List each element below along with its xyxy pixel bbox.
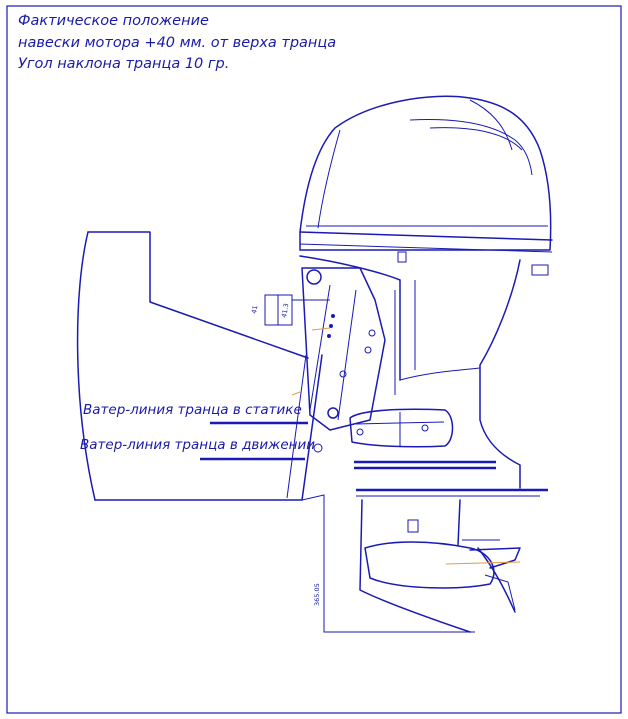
waterline-moving: Ватер-линия транца в движении — [80, 437, 315, 461]
depth-dimension: 365.05 — [313, 500, 325, 632]
dim-365-05: 365.05 — [313, 583, 321, 606]
waterline-moving-label: Ватер-линия транца в движении — [80, 437, 315, 453]
motor-lower-unit — [359, 499, 521, 633]
transom-clamp-bracket — [301, 267, 429, 453]
boat-transom — [76, 231, 475, 633]
mount-dimension: 41 41.3 — [250, 294, 331, 396]
motor-cowling — [299, 95, 553, 276]
sheet-border — [6, 5, 622, 714]
note-line-2: навески мотора +40 мм. от верха транца — [18, 35, 336, 51]
dim-41: 41 — [250, 305, 259, 315]
note-line-1: Фактическое положение — [18, 13, 209, 29]
waterline-static: Ватер-линия транца в статике — [83, 402, 308, 425]
motor-midsection — [299, 255, 548, 497]
waterline-static-label: Ватер-линия транца в статике — [83, 402, 302, 418]
note-line-3: Угол наклона транца 10 гр. — [18, 56, 229, 72]
dim-41-3: 41.3 — [280, 303, 290, 319]
